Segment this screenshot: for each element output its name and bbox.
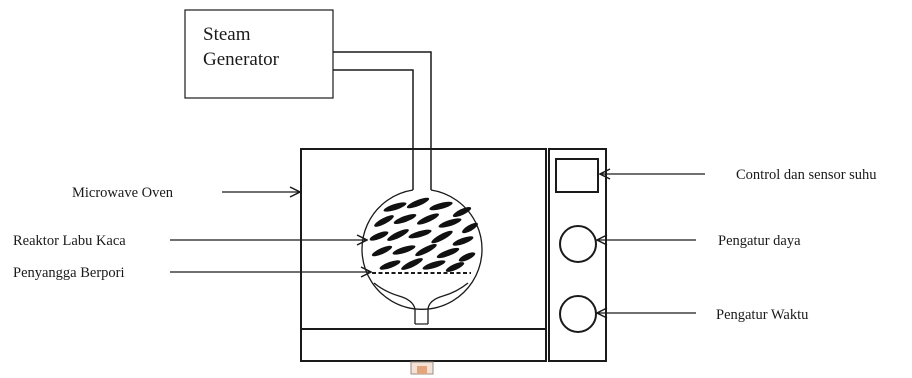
power-knob [559,225,597,263]
glass-flask-reactor [361,189,483,310]
flask-neck-cover [414,186,430,194]
label-penyangga-berpori: Penyangga Berpori [13,265,125,281]
steam-generator-label-line1: Steam [203,24,251,45]
label-pengatur-waktu: Pengatur Waktu [716,307,808,323]
control-panel [548,148,607,362]
label-pengatur-daya: Pengatur daya [718,233,801,249]
flask-lower-bowl [373,282,469,324]
steam-pipe-outer [333,51,432,190]
steam-generator-box [184,9,334,99]
outlet-fitting [410,361,434,375]
label-microwave-oven: Microwave Oven [72,185,174,201]
label-control-sensor: Control dan sensor suhu [736,167,877,183]
steam-generator-label-line2: Generator [203,49,280,70]
steam-pipe-inner [333,69,414,190]
timer-knob [559,295,597,333]
label-reaktor-labu-kaca: Reaktor Labu Kaca [13,233,126,249]
microwave-oven-body [300,148,547,362]
plant-material [369,197,478,272]
control-temperature-sensor [555,158,599,193]
